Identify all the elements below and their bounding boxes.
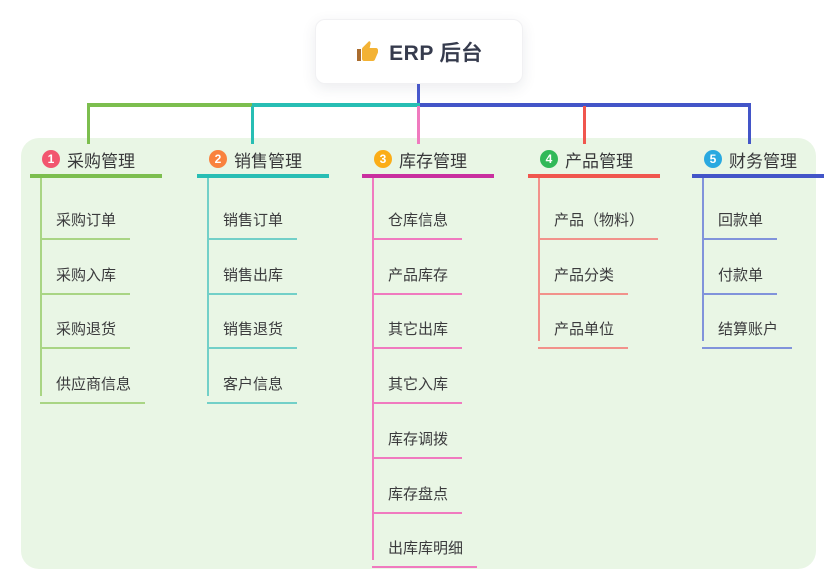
child-node[interactable]: 采购订单 xyxy=(40,195,131,240)
thumbs-up-icon xyxy=(357,40,379,61)
children-connector-line xyxy=(207,178,209,397)
connector-segment-left xyxy=(86,103,252,107)
child-node[interactable]: 采购退货 xyxy=(40,304,131,350)
branch-label: 财务管理 xyxy=(729,151,797,171)
child-node[interactable]: 产品（物料） xyxy=(538,195,659,240)
children-connector-line xyxy=(702,178,704,342)
child-node[interactable]: 采购入库 xyxy=(40,250,131,295)
child-node[interactable]: 库存调拨 xyxy=(372,414,463,459)
child-node[interactable]: 回款单 xyxy=(702,195,778,240)
child-node[interactable]: 其它出库 xyxy=(372,304,463,350)
branch-number-badge: 3 xyxy=(374,150,392,168)
branch-drop-connector xyxy=(250,106,254,144)
root-connector xyxy=(416,84,420,107)
children-connector-line xyxy=(538,178,540,342)
child-node[interactable]: 销售出库 xyxy=(207,250,298,295)
child-node[interactable]: 库存盘点 xyxy=(372,469,463,514)
child-node[interactable]: 销售订单 xyxy=(207,195,298,240)
child-node[interactable]: 产品库存 xyxy=(372,250,463,295)
branch-label: 库存管理 xyxy=(399,151,467,171)
child-node[interactable]: 付款单 xyxy=(702,250,778,295)
branch-label: 采购管理 xyxy=(67,151,135,171)
branch-node-4[interactable]: 4 产品管理 xyxy=(528,144,660,178)
branch-node-1[interactable]: 1 采购管理 xyxy=(30,144,162,178)
branches-background-panel xyxy=(21,138,816,569)
children-connector-line xyxy=(40,178,42,397)
root-title: ERP 后台 xyxy=(389,41,483,65)
children-connector-line xyxy=(372,178,374,561)
branch-label: 销售管理 xyxy=(234,151,302,171)
child-node[interactable]: 结算账户 xyxy=(702,304,793,350)
child-node[interactable]: 其它入库 xyxy=(372,359,463,405)
branch-node-3[interactable]: 3 库存管理 xyxy=(362,144,494,178)
branch-node-5[interactable]: 5 财务管理 xyxy=(692,144,824,178)
connector-segment-right xyxy=(419,103,751,107)
child-node[interactable]: 产品单位 xyxy=(538,304,629,350)
branch-label: 产品管理 xyxy=(565,151,633,171)
branch-number-badge: 2 xyxy=(209,150,227,168)
child-node[interactable]: 销售退货 xyxy=(207,304,298,350)
branch-drop-connector xyxy=(416,106,420,144)
child-node[interactable]: 产品分类 xyxy=(538,250,629,295)
root-node[interactable]: ERP 后台 xyxy=(315,19,523,84)
branch-number-badge: 4 xyxy=(540,150,558,168)
branch-number-badge: 1 xyxy=(42,150,60,168)
branch-node-2[interactable]: 2 销售管理 xyxy=(197,144,329,178)
branch-number-badge: 5 xyxy=(704,150,722,168)
child-node[interactable]: 客户信息 xyxy=(207,359,298,405)
branch-drop-connector xyxy=(86,106,90,144)
connector-segment-middle xyxy=(252,103,420,107)
child-node[interactable]: 出库库明细 xyxy=(372,523,478,569)
branch-drop-connector xyxy=(747,106,751,144)
child-node[interactable]: 供应商信息 xyxy=(40,359,146,405)
child-node[interactable]: 仓库信息 xyxy=(372,195,463,240)
branch-drop-connector xyxy=(582,106,586,144)
